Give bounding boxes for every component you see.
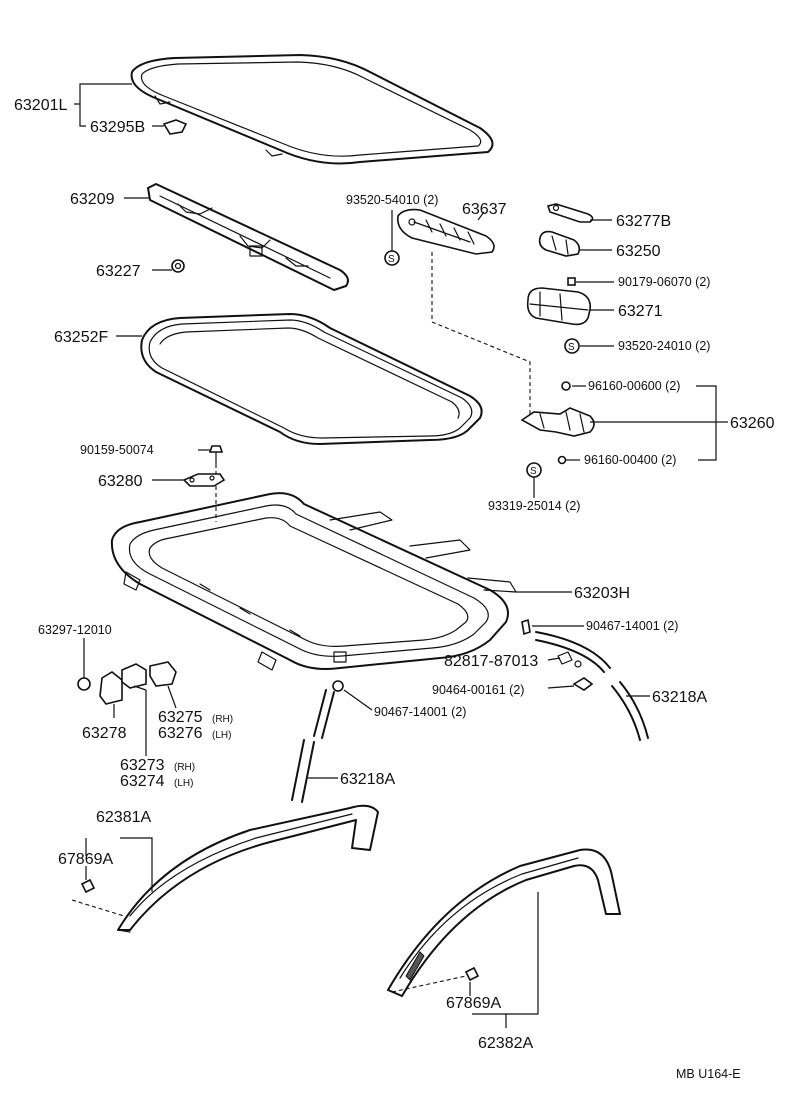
- label-63203H: 63203H: [574, 585, 630, 602]
- drive-bracket-63260: [520, 381, 595, 465]
- bracket-63273: [121, 663, 147, 689]
- label-90467-14001-a: 90467-14001 (2): [586, 619, 678, 633]
- label-93520-24010: 93520-24010 (2): [618, 339, 710, 353]
- label-63260: 63260: [730, 415, 775, 432]
- dashed-assembly-lines: [71, 252, 531, 993]
- label-90467-14001-b: 90467-14001 (2): [374, 705, 466, 719]
- glass-clip-63295B: [162, 119, 188, 135]
- guide-bracket-63250: [538, 230, 581, 257]
- sunshade-handle: [396, 208, 495, 255]
- drain-hose-front-short: [313, 689, 335, 739]
- clip-90464: [572, 677, 594, 691]
- pillar-garnish-62382A: [387, 848, 621, 997]
- drain-hose-63218A-left: [291, 739, 315, 803]
- label-63278: 63278: [82, 725, 127, 742]
- label-63274-side: (LH): [174, 778, 193, 789]
- screw-90179: [567, 277, 576, 286]
- screw-s-93319: S: [526, 462, 542, 478]
- label-63275-side: (RH): [212, 714, 233, 725]
- label-82817-87013: 82817-87013: [444, 653, 538, 670]
- label-63297-12010: 63297-12010: [38, 623, 112, 637]
- label-90159-50074: 90159-50074: [80, 443, 154, 457]
- bolt-90159: [208, 445, 224, 465]
- label-63295B: 63295B: [90, 119, 145, 136]
- sunroof-housing: [110, 492, 517, 671]
- svg-text:S: S: [568, 342, 575, 353]
- label-63275: 63275: [158, 709, 203, 726]
- label-67869A-b: 67869A: [446, 995, 501, 1012]
- label-62381A: 62381A: [96, 809, 151, 826]
- label-90179-06070: 90179-06070 (2): [618, 275, 710, 289]
- guide-plate-63277B: [546, 203, 594, 223]
- svg-text:S: S: [388, 254, 395, 265]
- label-63201L: 63201L: [14, 97, 67, 114]
- label-63252F: 63252F: [54, 329, 108, 346]
- label-93319-25014: 93319-25014 (2): [488, 499, 580, 513]
- label-63250: 63250: [616, 243, 661, 260]
- bracket-63275: [149, 661, 177, 687]
- deflector-panel: [147, 183, 349, 291]
- bracket-63280: [182, 473, 226, 487]
- hose-clamp-90467-b: [332, 680, 344, 692]
- screw-s-93520-24010: S: [564, 338, 580, 354]
- label-63276-side: (LH): [212, 730, 231, 741]
- label-62382A: 62382A: [478, 1035, 533, 1052]
- label-63218A-left: 63218A: [340, 771, 395, 788]
- diagram-code: MB U164-E: [676, 1067, 741, 1081]
- screw-s-93520-54010: S: [384, 250, 400, 266]
- label-63218A-right: 63218A: [652, 689, 707, 706]
- pillar-garnish-62381A: [117, 804, 379, 933]
- label-67869A-a: 67869A: [58, 851, 113, 868]
- label-96160-00600: 96160-00600 (2): [588, 379, 680, 393]
- label-63273-side: (RH): [174, 762, 195, 773]
- sunroof-glass-panel: [130, 54, 494, 165]
- label-90464-00161: 90464-00161 (2): [432, 683, 524, 697]
- guide-block-63271: [526, 287, 592, 326]
- clamp-82817: [557, 651, 582, 668]
- clip-67869A-a: [80, 878, 96, 894]
- label-96160-00400: 96160-00400 (2): [584, 453, 676, 467]
- label-63277B: 63277B: [616, 213, 671, 230]
- label-63209: 63209: [70, 191, 115, 208]
- weatherstrip-seal: [140, 313, 483, 445]
- label-63276: 63276: [158, 725, 203, 742]
- svg-text:S: S: [530, 466, 537, 477]
- clip-67869A-b: [464, 966, 480, 982]
- nut-63227: [171, 259, 185, 273]
- leader-lines: [74, 83, 728, 1028]
- label-63280: 63280: [98, 473, 143, 490]
- label-93520-54010: 93520-54010 (2): [346, 193, 438, 207]
- label-63271: 63271: [618, 303, 663, 320]
- label-63274: 63274: [120, 773, 165, 790]
- drain-hose-63218A-right: [611, 681, 649, 741]
- label-63227: 63227: [96, 263, 141, 280]
- label-63273: 63273: [120, 757, 165, 774]
- label-63637: 63637: [462, 201, 507, 218]
- hose-clamp-90467-a: [521, 618, 531, 636]
- clip-63297: [77, 677, 91, 691]
- bracket-63278: [99, 671, 123, 705]
- part-labels: 63201L 63295B 63209 63227 93520-54010 (2…: [14, 97, 775, 1081]
- drain-hose-rear-upper: [535, 631, 611, 673]
